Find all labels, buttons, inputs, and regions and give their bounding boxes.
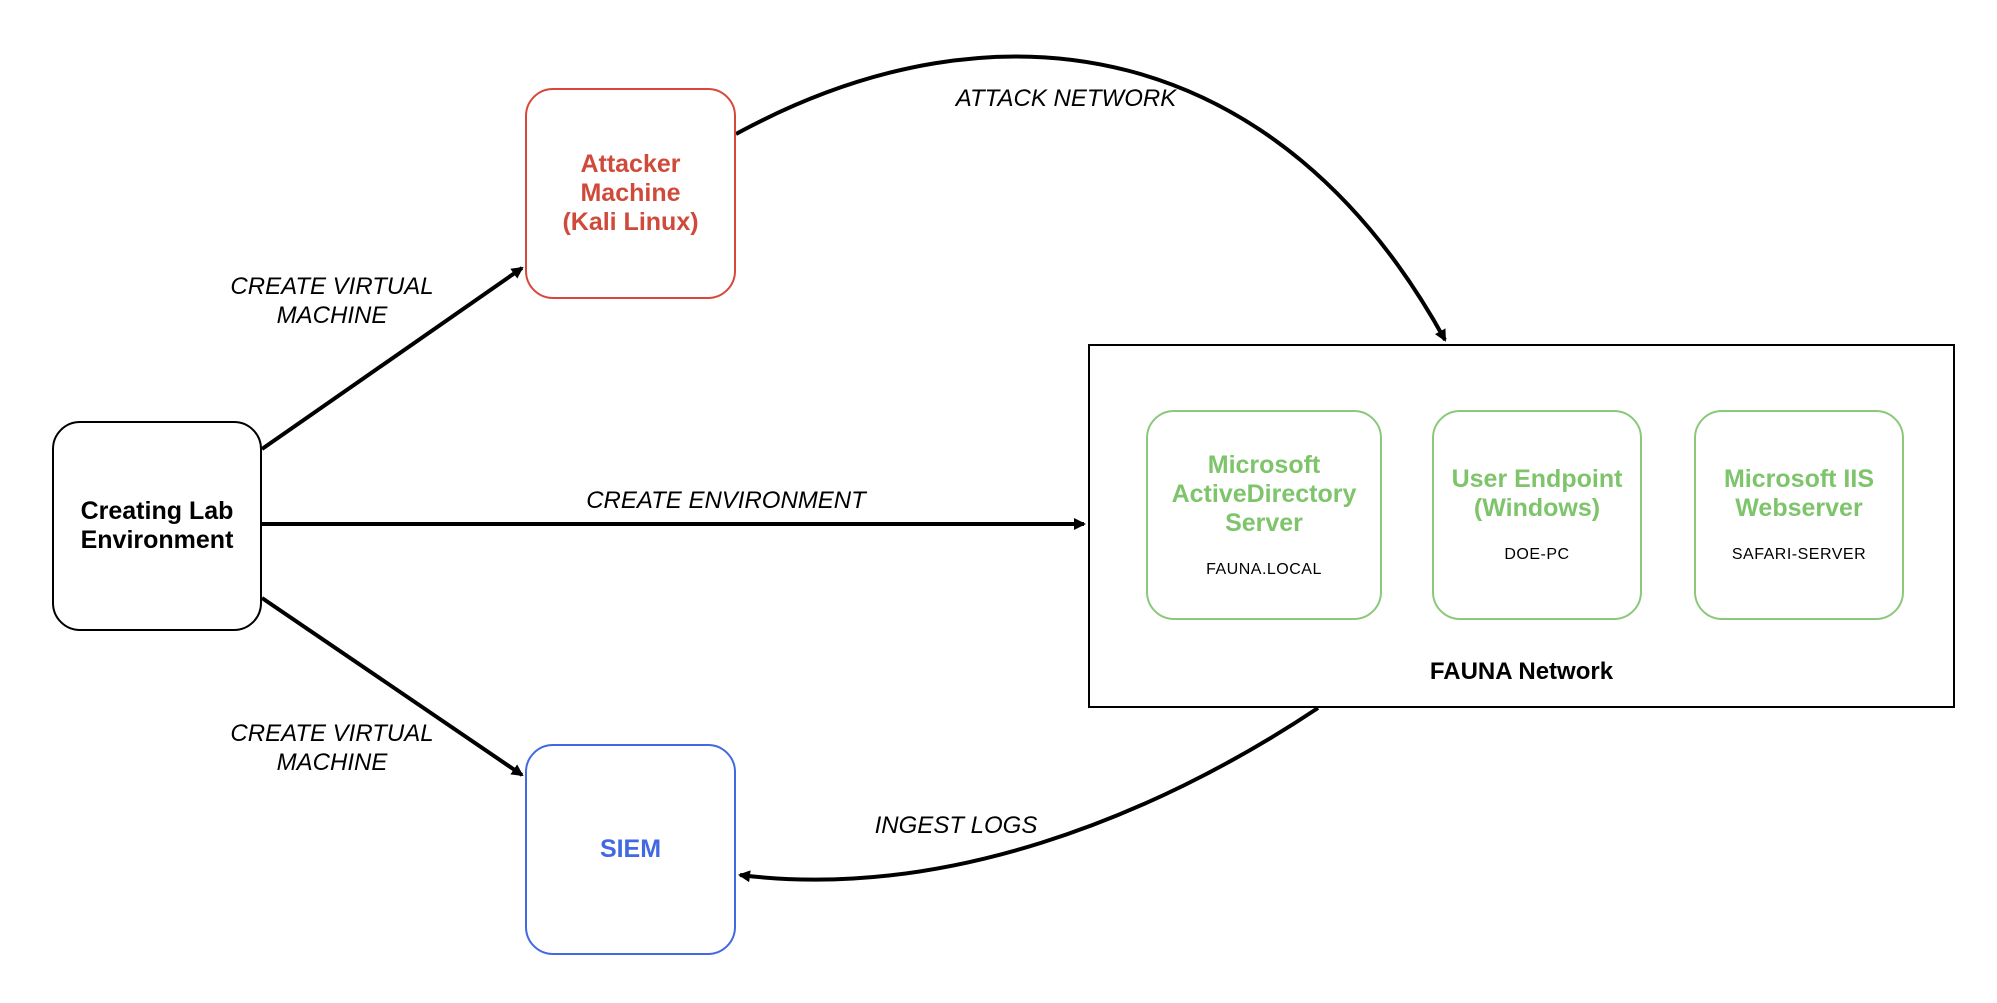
edge-attack-network: [735, 54, 1447, 342]
user-endpoint-hostname: DOE-PC: [1504, 546, 1570, 563]
edge-ingest-logs: [738, 706, 1320, 883]
edge-label-create-attacker: CREATE VIRTUAL MACHINE: [230, 273, 434, 329]
iis-webserver-hostname: SAFARI-SERVER: [1731, 546, 1867, 563]
active-directory-server-node[interactable]: Microsoft ActiveDirectory Server FAUNA.L…: [1146, 410, 1382, 620]
edge-label-attack-network: ATTACK NETWORK: [955, 85, 1177, 112]
iis-webserver-node[interactable]: Microsoft IIS Webserver SAFARI-SERVER: [1694, 410, 1904, 620]
siem-node[interactable]: SIEM: [525, 744, 736, 955]
lab-environment-node[interactable]: Creating Lab Environment: [52, 421, 262, 631]
active-directory-server-title: Microsoft ActiveDirectory Server: [1171, 450, 1357, 537]
user-endpoint-node[interactable]: User Endpoint (Windows) DOE-PC: [1432, 410, 1642, 620]
lab-environment-title: Creating Lab Environment: [80, 497, 234, 554]
fauna-network-container[interactable]: Microsoft ActiveDirectory Server FAUNA.L…: [1088, 344, 1955, 708]
edge-label-create-environment: CREATE ENVIRONMENT: [586, 487, 866, 514]
active-directory-server-hostname: FAUNA.LOCAL: [1206, 560, 1322, 578]
attacker-machine-title: Attacker Machine (Kali Linux): [562, 150, 699, 236]
fauna-network-label: FAUNA Network: [1429, 658, 1614, 685]
edge-label-ingest-logs: INGEST LOGS: [874, 812, 1038, 839]
edge-create-siem: [260, 596, 524, 777]
user-endpoint-title: User Endpoint (Windows): [1451, 465, 1623, 522]
edge-label-create-siem: CREATE VIRTUAL MACHINE: [230, 720, 434, 776]
iis-webserver-title: Microsoft IIS Webserver: [1723, 465, 1874, 522]
siem-title: SIEM: [599, 835, 662, 863]
edge-create-attacker: [260, 266, 524, 451]
attacker-machine-node[interactable]: Attacker Machine (Kali Linux): [525, 88, 736, 299]
